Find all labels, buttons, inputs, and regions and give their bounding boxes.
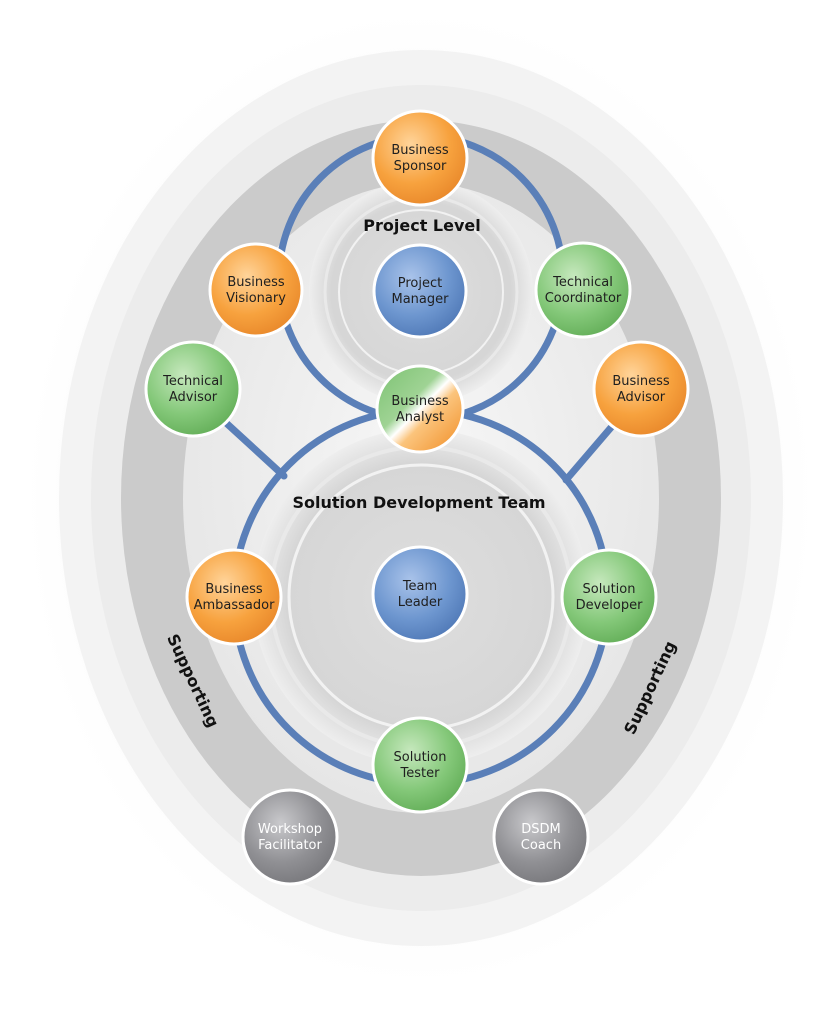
role-workshop-facilitator[interactable]: Workshop Facilitator — [241, 788, 339, 886]
workshop-facilitator-label-line2: Facilitator — [258, 838, 322, 853]
role-business-ambassador[interactable]: Business Ambassador — [185, 548, 283, 646]
team-leader-bubble — [371, 545, 469, 643]
business-advisor-label-line1: Business — [612, 374, 670, 389]
business-visionary-label-line2: Visionary — [226, 291, 286, 306]
solution-developer-label-line2: Developer — [576, 598, 644, 613]
role-business-advisor[interactable]: Business Advisor — [592, 340, 690, 438]
business-advisor-label-line2: Advisor — [617, 390, 666, 405]
role-solution-tester[interactable]: Solution Tester — [371, 716, 469, 814]
role-technical-advisor[interactable]: Technical Advisor — [144, 340, 242, 438]
technical-coordinator-label-line2: Coordinator — [545, 291, 622, 306]
team-leader-label-line2: Leader — [398, 595, 443, 610]
business-ambassador-bubble — [185, 548, 283, 646]
role-project-manager[interactable]: Project Manager — [372, 243, 468, 339]
business-visionary-bubble — [208, 242, 304, 338]
technical-coordinator-label-line1: Technical — [552, 275, 613, 290]
dsdm-coach-label-line1: DSDM — [521, 822, 561, 837]
business-analyst-bubble — [375, 364, 465, 454]
technical-advisor-label-line2: Advisor — [169, 390, 218, 405]
dsdm-coach-bubble — [492, 788, 590, 886]
solution-developer-bubble — [560, 548, 658, 646]
business-ambassador-label-line1: Business — [205, 582, 263, 597]
business-advisor-bubble — [592, 340, 690, 438]
role-technical-coordinator[interactable]: Technical Coordinator — [534, 241, 632, 339]
business-analyst-label-line2: Analyst — [396, 410, 444, 425]
solution-tester-label-line1: Solution — [394, 750, 447, 765]
solution-tester-label-line2: Tester — [400, 766, 441, 781]
workshop-facilitator-bubble — [241, 788, 339, 886]
project-level-heading: Project Level — [363, 216, 480, 235]
role-business-analyst[interactable]: Business Analyst — [375, 364, 465, 454]
dsdm-coach-label-line2: Coach — [521, 838, 561, 853]
role-dsdm-coach[interactable]: DSDM Coach — [492, 788, 590, 886]
workshop-facilitator-label-line1: Workshop — [258, 822, 322, 837]
project-manager-label-line1: Project — [398, 276, 442, 291]
business-sponsor-bubble — [371, 109, 469, 207]
technical-advisor-label-line1: Technical — [162, 374, 223, 389]
technical-coordinator-bubble — [534, 241, 632, 339]
role-business-sponsor[interactable]: Business Sponsor — [371, 109, 469, 207]
solution-team-heading: Solution Development Team — [292, 493, 545, 512]
role-team-leader[interactable]: Team Leader — [371, 545, 469, 643]
role-business-visionary[interactable]: Business Visionary — [208, 242, 304, 338]
project-manager-label-line2: Manager — [392, 292, 450, 307]
solution-tester-bubble — [371, 716, 469, 814]
project-manager-bubble — [372, 243, 468, 339]
solution-developer-label-line1: Solution — [583, 582, 636, 597]
business-analyst-label-line1: Business — [391, 394, 449, 409]
technical-advisor-bubble — [144, 340, 242, 438]
business-sponsor-label-line2: Sponsor — [394, 159, 447, 174]
role-solution-developer[interactable]: Solution Developer — [560, 548, 658, 646]
business-visionary-label-line1: Business — [227, 275, 285, 290]
business-sponsor-label-line1: Business — [391, 143, 449, 158]
team-leader-label-line1: Team — [402, 579, 437, 594]
business-ambassador-label-line2: Ambassador — [194, 598, 275, 613]
